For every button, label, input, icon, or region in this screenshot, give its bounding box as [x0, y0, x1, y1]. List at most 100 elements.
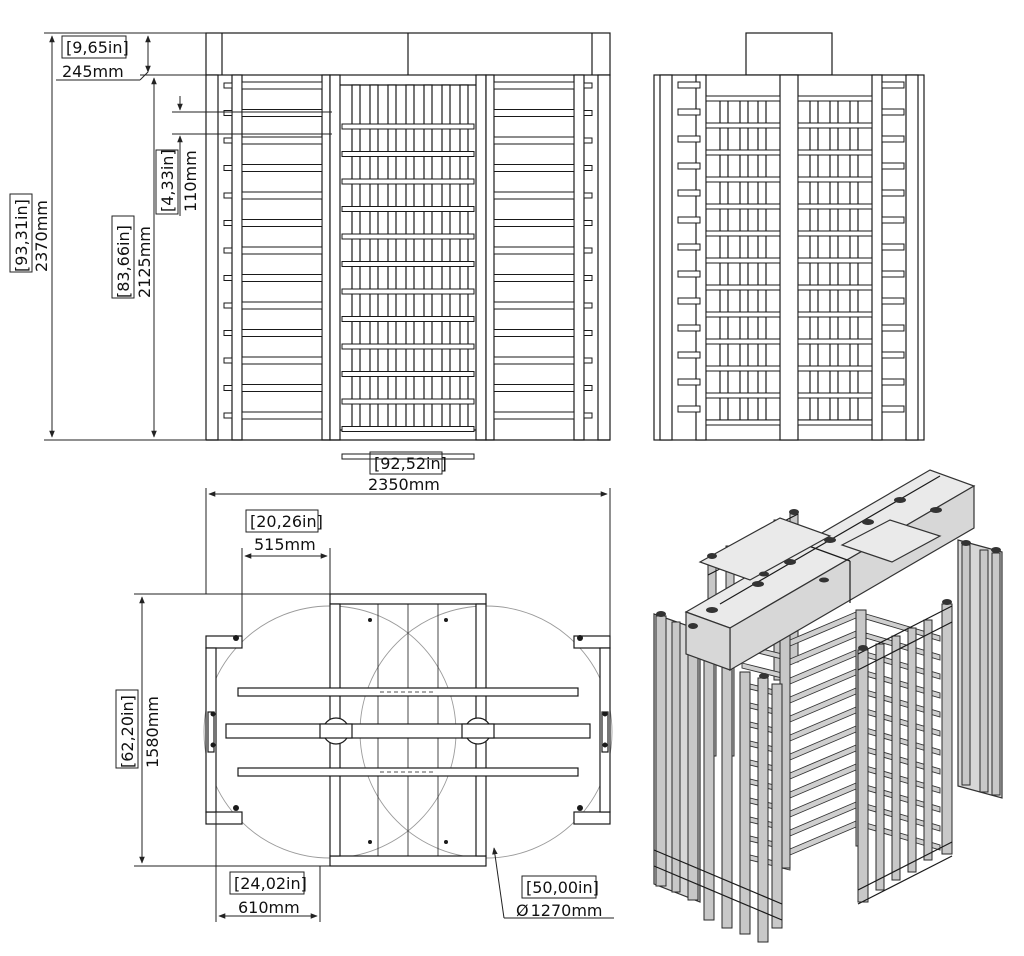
front-left-wing-bar [241, 301, 323, 310]
front-rotor-bar [341, 123, 475, 130]
front-right-wing-bar [493, 274, 575, 282]
side-left-bar [705, 95, 781, 102]
side-right-slot [881, 378, 905, 386]
front-right-wing-bar [493, 356, 575, 365]
front-right-post-slot [583, 220, 593, 226]
side-left-bar [705, 203, 781, 210]
side-right-bar [797, 419, 873, 426]
front-right-wing-bar [493, 219, 575, 227]
front-left-wing-bar [241, 219, 323, 227]
front-left-wing-bar [241, 136, 323, 145]
side-right-bar [797, 311, 873, 318]
front-horizontal-bars [223, 81, 593, 460]
front-right-wing-bar [493, 191, 575, 200]
front-rotor-bar [341, 343, 475, 350]
side-right-slot [881, 297, 905, 305]
front-left-post-slot [223, 302, 233, 309]
side-right-slot [881, 324, 905, 332]
side-right-bar [797, 284, 873, 291]
front-rotor-bar [341, 426, 475, 432]
front-left-wing-bar [241, 274, 323, 282]
side-right-bar [797, 149, 873, 156]
front-left-wing-bar [241, 411, 323, 420]
front-right-wing-bar [493, 246, 575, 255]
front-left-post-slot [223, 165, 233, 171]
front-right-wing-bar [493, 81, 575, 90]
side-right-bar [797, 365, 873, 372]
front-right-post-slot [583, 357, 593, 364]
front-right-post-slot [583, 412, 593, 419]
isometric-view [653, 469, 1003, 943]
side-left-bar [705, 122, 781, 129]
front-left-post-slot [223, 412, 233, 419]
front-rotor-bar [341, 206, 475, 212]
side-right-slot [881, 189, 905, 197]
front-rotor-bar [341, 398, 475, 405]
front-left-wing-bar [241, 81, 323, 90]
side-left-bar [705, 257, 781, 264]
front-left-post-slot [223, 110, 233, 116]
depth-cap-in-label: [9,65in] [66, 38, 129, 57]
side-left-bar [705, 392, 781, 399]
rotor-diameter-in-label: [50,00in] [526, 878, 599, 897]
side-right-bar [797, 95, 873, 102]
front-right-wing-bar [493, 329, 575, 337]
side-horizontal-bars [677, 81, 905, 426]
front-rotor-bar [341, 371, 475, 377]
side-left-bar [705, 176, 781, 183]
front-rotor-bar [341, 453, 475, 460]
front-right-post-slot [583, 302, 593, 309]
front-left-wing-bar [241, 356, 323, 365]
side-left-slot [677, 243, 701, 251]
side-left-slot [677, 351, 701, 359]
overall-width-in-label: [92,52in] [374, 454, 447, 473]
side-right-bar [797, 176, 873, 183]
side-left-slot [677, 324, 701, 332]
side-left-bar [705, 284, 781, 291]
front-left-post-slot [223, 220, 233, 226]
side-right-slot [881, 216, 905, 224]
side-left-slot [677, 108, 701, 116]
side-right-bar [797, 257, 873, 264]
front-right-wing-bar [493, 164, 575, 172]
side-right-bar [797, 230, 873, 237]
front-right-post-slot [583, 247, 593, 254]
side-left-bar [705, 419, 781, 426]
front-left-post-slot [223, 275, 233, 281]
front-right-wing-bar [493, 301, 575, 310]
front-elevation-view [205, 32, 611, 460]
side-left-slot [677, 270, 701, 278]
side-left-slot [677, 216, 701, 224]
bar-pitch-mm-label: 110mm [181, 150, 200, 212]
side-right-bar [797, 338, 873, 345]
front-left-post-slot [223, 330, 233, 336]
overall-width-mm-label: 2350mm [368, 475, 440, 494]
front-right-post-slot [583, 385, 593, 391]
overall-depth-in-label: [62,20in] [118, 695, 137, 768]
side-left-slot [677, 378, 701, 386]
front-right-wing-bar [493, 411, 575, 420]
front-rotor-bar [341, 151, 475, 157]
side-right-slot [881, 135, 905, 143]
side-left-slot [677, 297, 701, 305]
front-right-post-slot [583, 165, 593, 171]
total-height-mm-label: 2370mm [32, 200, 51, 272]
front-left-wing-bar [241, 384, 323, 392]
frame-height-mm-label: 2125mm [135, 226, 154, 298]
front-right-post-slot [583, 192, 593, 199]
side-right-bar [797, 122, 873, 129]
bar-pitch-in-label: [4,33in] [158, 149, 177, 212]
side-left-slot [677, 162, 701, 170]
front-left-post-slot [223, 357, 233, 364]
front-right-post-slot [583, 137, 593, 144]
front-right-post-slot [583, 82, 593, 89]
front-left-post-slot [223, 137, 233, 144]
front-right-wing-bar [493, 109, 575, 117]
side-elevation-view [653, 32, 925, 441]
side-left-bar [705, 365, 781, 372]
side-right-slot [881, 108, 905, 116]
front-left-wing-bar [241, 164, 323, 172]
front-left-wing-bar [241, 109, 323, 117]
